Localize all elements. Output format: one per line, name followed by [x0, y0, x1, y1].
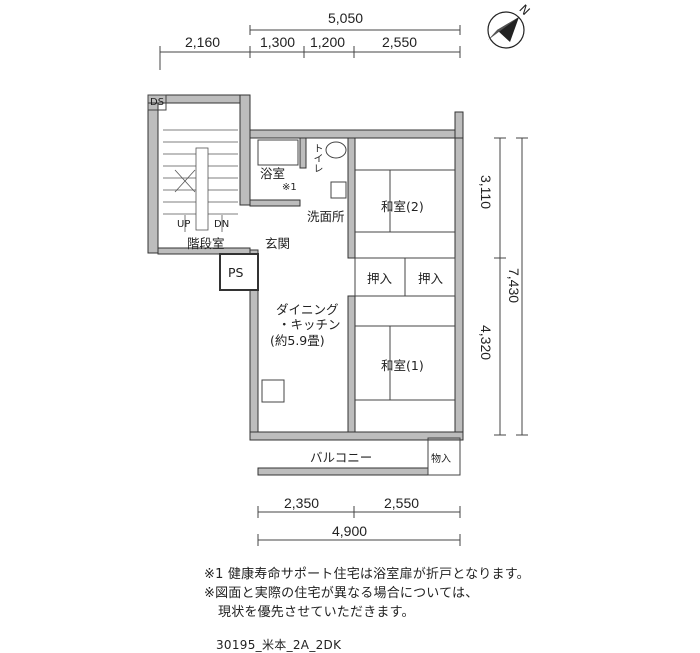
top-dimension-1: 2,160 — [185, 34, 221, 50]
stair-up-label: UP — [177, 219, 191, 230]
note-marker: ※1 — [282, 182, 297, 193]
bath-label: 浴室 — [260, 166, 286, 181]
note-line-3: 現状を優先させていただきます。 — [218, 605, 415, 620]
bottom-total-dimension: 4,900 — [332, 523, 368, 539]
storage-label: 物入 — [431, 454, 451, 465]
note-line-2: ※図面と実際の住宅が異なる場合については、 — [204, 586, 479, 601]
entrance-label: 玄関 — [265, 236, 291, 251]
closet-2-label: 押入 — [418, 271, 444, 286]
note-line-1: ※1 健康寿命サポート住宅は浴室扉が折戸となります。 — [204, 567, 530, 582]
ps-label: PS — [228, 265, 244, 280]
plan-code: 30195_米本_2A_2DK — [216, 638, 342, 652]
top-total-dimension: 5,050 — [328, 10, 364, 26]
north-compass-icon — [487, 11, 525, 49]
top-dimension-3: 1,200 — [310, 34, 346, 50]
stair-down-label: DN — [214, 219, 230, 230]
japanese-room-2-label: 和室(2) — [381, 199, 424, 214]
right-dimension-1: 3,110 — [478, 175, 494, 209]
right-dimension-2: 4,320 — [478, 325, 494, 361]
dk-label-line3: (約5.9畳) — [270, 333, 325, 348]
dk-label-line1: ダイニング — [276, 302, 339, 317]
bottom-dimension-1: 2,350 — [284, 495, 320, 511]
right-total-dimension: 7,430 — [506, 268, 522, 304]
top-dimension-4: 2,550 — [382, 34, 418, 50]
top-dimension-2: 1,300 — [260, 34, 296, 50]
closet-1-label: 押入 — [367, 271, 393, 286]
dk-label-line2: ・キッチン — [278, 317, 341, 332]
japanese-room-1-label: 和室(1) — [381, 358, 424, 373]
bottom-dimension-2: 2,550 — [384, 495, 420, 511]
toilet-label: トイレ — [311, 143, 322, 173]
ds-label: DS — [150, 97, 165, 108]
washroom-label: 洗面所 — [307, 209, 345, 224]
balcony-label: バルコニー — [310, 450, 373, 465]
stairwell-label: 階段室 — [187, 236, 225, 251]
